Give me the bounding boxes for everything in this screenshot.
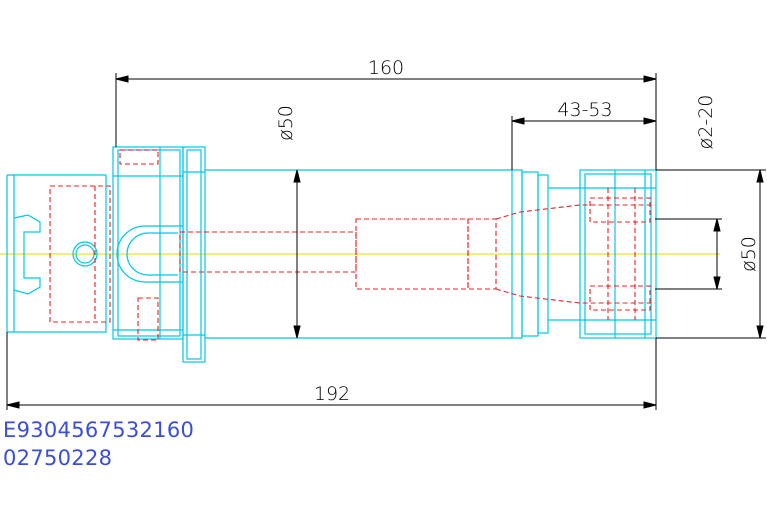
dim-collet-range: ø2-20 bbox=[695, 95, 717, 150]
tool-holder-outline bbox=[6, 146, 657, 363]
dim-length-overall: 160 bbox=[368, 57, 404, 79]
dim-diameter-body: ø50 bbox=[275, 105, 297, 141]
order-number: E9304567532160 bbox=[3, 418, 195, 442]
dim-diameter-nut: ø50 bbox=[738, 236, 760, 272]
dimension-lines bbox=[6, 73, 766, 410]
dim-total-length: 192 bbox=[314, 383, 350, 405]
secondary-code: 02750228 bbox=[3, 446, 113, 470]
dim-clamping-range: 43-53 bbox=[557, 99, 612, 121]
hidden-lines bbox=[49, 149, 655, 341]
